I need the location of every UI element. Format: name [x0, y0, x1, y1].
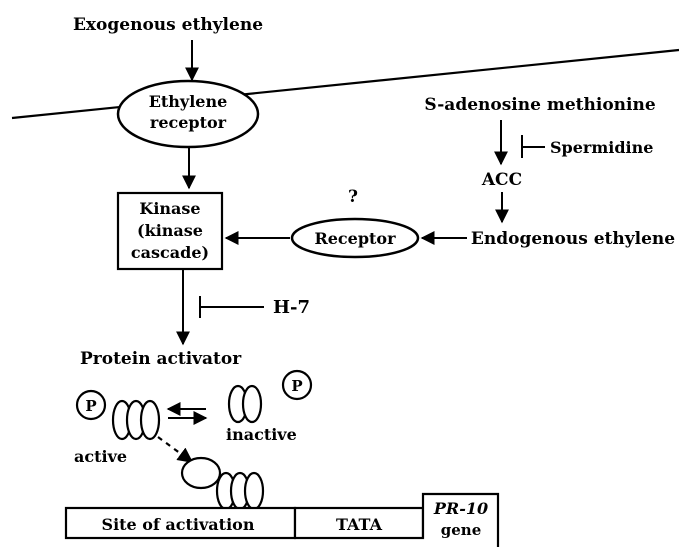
inactive-protein-subunit-2	[241, 384, 263, 424]
pr10-label-line2: gene	[441, 521, 481, 539]
protein-activator-label: Protein activator	[80, 349, 242, 369]
active-label: active	[74, 447, 127, 466]
ethylene-receptor-label-line2: receptor	[150, 113, 227, 132]
phosphate-label-inactive: P	[291, 377, 302, 395]
dashed-arrow-to-binding	[157, 436, 194, 463]
kinase-box	[116, 191, 224, 271]
sam-label: S-adenosine methionine	[424, 95, 655, 115]
active-protein-subunit-3	[139, 399, 161, 441]
phosphate-label-active: P	[85, 397, 96, 415]
phosphate-circle-active	[75, 389, 107, 421]
kinase-label-line1: Kinase	[139, 199, 200, 218]
pr10-gene-box	[421, 492, 500, 547]
exogenous-ethylene-label: Exogenous ethylene	[73, 15, 263, 35]
spermidine-label: Spermidine	[550, 138, 653, 157]
receptor-node	[290, 217, 420, 259]
tata-box	[293, 506, 425, 540]
ethylene-receptor-node	[116, 79, 260, 149]
h7-label: H-7	[273, 297, 310, 318]
receptor-label: Receptor	[314, 229, 396, 248]
unknown-receptor-question-mark: ?	[348, 187, 358, 207]
site-of-activation-label: Site of activation	[102, 515, 255, 534]
bound-protein-subunit-3	[243, 471, 265, 511]
site-of-activation-box	[64, 506, 297, 540]
bound-protein-head	[180, 456, 222, 490]
phosphate-circle-inactive	[281, 369, 313, 401]
ethylene-receptor-label-line1: Ethylene	[149, 92, 228, 111]
kinase-label-line3: cascade)	[131, 243, 209, 262]
pr10-label-line1: PR-10	[433, 499, 488, 518]
inactive-label: inactive	[226, 425, 297, 444]
endogenous-ethylene-label: Endogenous ethylene	[471, 229, 675, 249]
kinase-label-line2: (kinase	[137, 221, 203, 240]
tata-label: TATA	[336, 515, 383, 534]
acc-label: ACC	[481, 170, 522, 190]
